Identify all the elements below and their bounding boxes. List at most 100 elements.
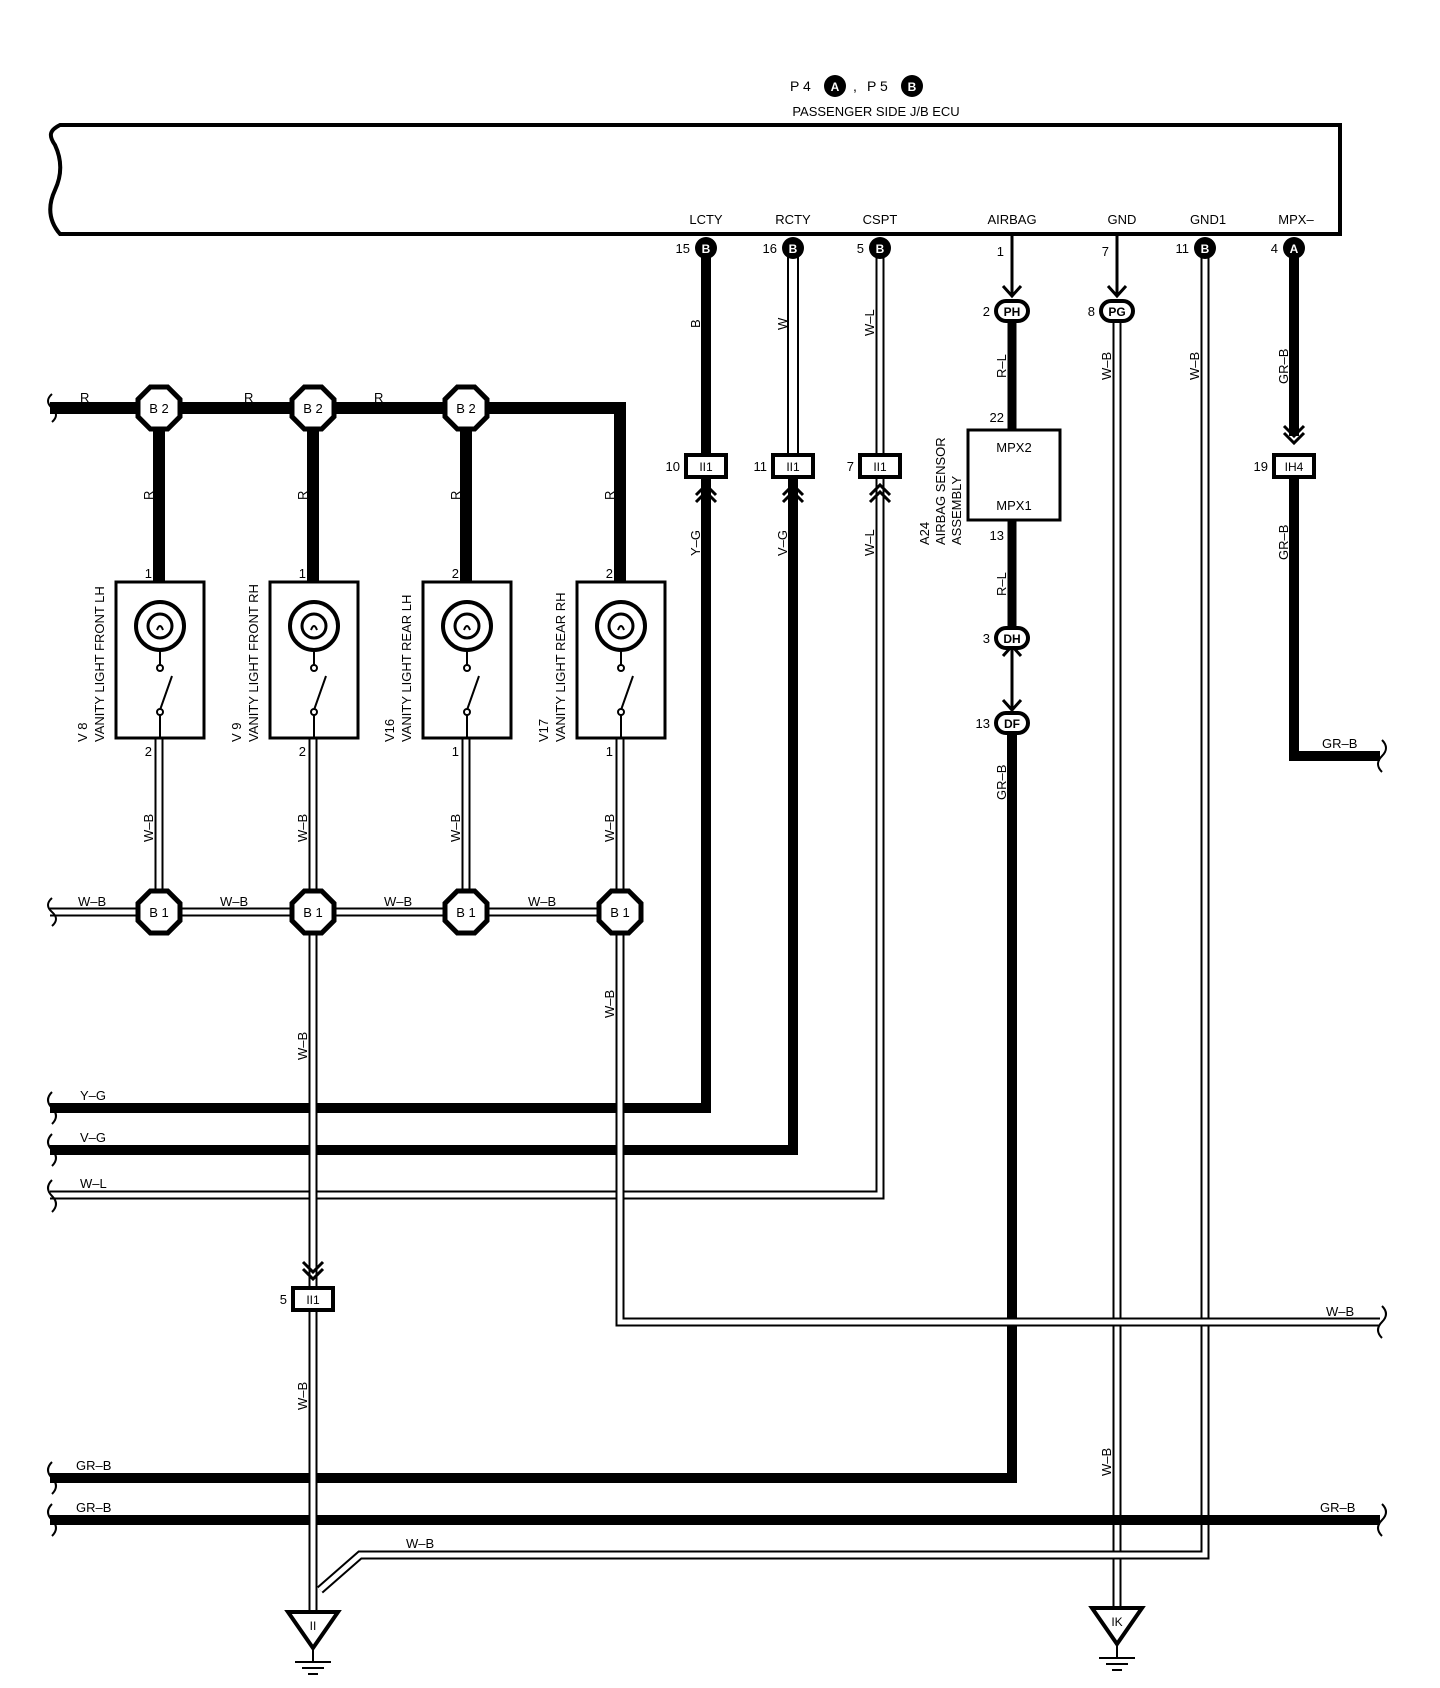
junction-node bbox=[596, 888, 644, 936]
svg-text:7: 7 bbox=[1102, 244, 1109, 259]
svg-text:GR–B: GR–B bbox=[994, 765, 1009, 800]
svg-text:22: 22 bbox=[990, 410, 1004, 425]
junction-label: B 2 bbox=[303, 401, 323, 416]
svg-text:W–L: W–L bbox=[80, 1176, 107, 1191]
svg-text:II: II bbox=[310, 1619, 317, 1633]
svg-text:II1: II1 bbox=[873, 460, 887, 474]
ecu-terminal-badges: B B B B A bbox=[695, 237, 1305, 259]
vanity-light-name: VANITY LIGHT REAR RH bbox=[553, 592, 568, 742]
svg-text:GR–B: GR–B bbox=[76, 1500, 111, 1515]
svg-text:1: 1 bbox=[997, 244, 1004, 259]
junction-label: B 1 bbox=[303, 905, 323, 920]
svg-text:R: R bbox=[80, 390, 89, 405]
svg-text:11: 11 bbox=[1176, 241, 1190, 256]
svg-text:GR–B: GR–B bbox=[1322, 736, 1357, 751]
connector-pg bbox=[1099, 299, 1135, 323]
ecu-connector-p4: P 4 bbox=[790, 78, 811, 94]
svg-text:Y–G: Y–G bbox=[80, 1088, 106, 1103]
svg-text:1: 1 bbox=[452, 744, 459, 759]
vanity-light-name: VANITY LIGHT FRONT LH bbox=[92, 586, 107, 742]
svg-text:2: 2 bbox=[452, 566, 459, 581]
svg-text:B: B bbox=[789, 242, 798, 256]
junction-node bbox=[289, 888, 337, 936]
svg-text:B: B bbox=[688, 319, 703, 328]
svg-text:DH: DH bbox=[1003, 632, 1020, 646]
connector-ii1-lcty bbox=[684, 453, 728, 479]
ecu-connector-b-badge bbox=[901, 75, 923, 97]
ecu-header: P 4 A , P 5 B PASSENGER SIDE J/B ECU bbox=[790, 75, 960, 119]
wire-break-marks-right bbox=[1377, 739, 1387, 1537]
svg-text:15: 15 bbox=[676, 241, 690, 256]
terminal-airbag: AIRBAG bbox=[987, 212, 1036, 227]
svg-text:MPX1: MPX1 bbox=[996, 498, 1031, 513]
svg-text:R: R bbox=[374, 390, 383, 405]
airbag-sensor-assembly: MPX2 MPX1 22 13 A24 AIRBAG SENSOR ASSEMB… bbox=[917, 410, 1062, 545]
svg-text:A: A bbox=[1290, 242, 1299, 256]
svg-text:W–B: W–B bbox=[295, 1382, 310, 1410]
svg-text:19: 19 bbox=[1254, 459, 1268, 474]
connector-df bbox=[994, 711, 1030, 735]
vanity-light-code: V16 bbox=[382, 719, 397, 742]
terminal-rcty: RCTY bbox=[775, 212, 811, 227]
svg-text:2: 2 bbox=[606, 566, 613, 581]
svg-text:B: B bbox=[702, 242, 711, 256]
svg-text:W–B: W–B bbox=[78, 894, 106, 909]
airbag-sensor-code: A24 bbox=[917, 522, 932, 545]
svg-text:W–B: W–B bbox=[1099, 352, 1114, 380]
svg-text:3: 3 bbox=[983, 631, 990, 646]
svg-text:R: R bbox=[448, 491, 463, 500]
svg-text:MPX2: MPX2 bbox=[996, 440, 1031, 455]
junction-node bbox=[442, 384, 490, 432]
junction-node bbox=[442, 888, 490, 936]
junction-node bbox=[289, 384, 337, 432]
wire-r-bus bbox=[50, 402, 626, 582]
svg-text:II1: II1 bbox=[699, 460, 713, 474]
svg-text:W–B: W–B bbox=[384, 894, 412, 909]
svg-text:13: 13 bbox=[990, 528, 1004, 543]
junction-label: B 1 bbox=[149, 905, 169, 920]
terminal-gnd1: GND1 bbox=[1190, 212, 1226, 227]
svg-text:GR–B: GR–B bbox=[1276, 349, 1291, 384]
svg-text:16: 16 bbox=[763, 241, 777, 256]
ecu-box bbox=[48, 123, 1342, 236]
svg-text:W–B: W–B bbox=[528, 894, 556, 909]
svg-text:V–G: V–G bbox=[80, 1130, 106, 1145]
svg-text:10: 10 bbox=[666, 459, 680, 474]
inline-connectors: II1 10 II1 11 II1 7 IH4 19 II1 5 bbox=[280, 424, 1316, 1312]
svg-text:GR–B: GR–B bbox=[1276, 525, 1291, 560]
vanity-light-front-lh: 1 2 V 8 VANITY LIGHT FRONT LH bbox=[75, 566, 206, 759]
svg-text:R: R bbox=[295, 491, 310, 500]
junction-label: B 1 bbox=[456, 905, 476, 920]
pill-connectors: PH 2 PG 8 DH 3 DF 13 bbox=[976, 284, 1135, 735]
ground-symbols: II IK bbox=[284, 1606, 1146, 1675]
junction-label: B 2 bbox=[456, 401, 476, 416]
svg-text:W–B: W–B bbox=[1187, 352, 1202, 380]
ecu-terminal-pins: 15 16 5 1 7 11 4 bbox=[676, 241, 1278, 259]
wires bbox=[50, 236, 1380, 1612]
svg-text:W–B: W–B bbox=[295, 1032, 310, 1060]
svg-text:1: 1 bbox=[299, 566, 306, 581]
svg-text:W–B: W–B bbox=[448, 814, 463, 842]
connector-ih4 bbox=[1272, 453, 1316, 479]
svg-text:R: R bbox=[141, 491, 156, 500]
vanity-light-name: VANITY LIGHT REAR LH bbox=[399, 595, 414, 742]
svg-text:GR–B: GR–B bbox=[1320, 1500, 1355, 1515]
svg-text:W: W bbox=[775, 317, 790, 330]
vanity-light-rear-rh: 2 1 V17 VANITY LIGHT REAR RH bbox=[536, 566, 667, 759]
connector-ph bbox=[994, 299, 1030, 323]
svg-text:W–B: W–B bbox=[141, 814, 156, 842]
svg-text:2: 2 bbox=[299, 744, 306, 759]
svg-text:13: 13 bbox=[976, 716, 990, 731]
svg-text:W–B: W–B bbox=[1099, 1448, 1114, 1476]
svg-text:W–B: W–B bbox=[295, 814, 310, 842]
svg-text:R: R bbox=[244, 390, 253, 405]
svg-text:II1: II1 bbox=[786, 460, 800, 474]
svg-text:7: 7 bbox=[847, 459, 854, 474]
vanity-light-front-rh: 1 2 V 9 VANITY LIGHT FRONT RH bbox=[229, 566, 360, 759]
airbag-sensor-name-2: ASSEMBLY bbox=[949, 476, 964, 545]
wire-rcty-vg bbox=[50, 478, 798, 1155]
svg-text:V–G: V–G bbox=[775, 530, 790, 556]
svg-text:Y–G: Y–G bbox=[688, 530, 703, 556]
svg-text:4: 4 bbox=[1271, 241, 1278, 256]
